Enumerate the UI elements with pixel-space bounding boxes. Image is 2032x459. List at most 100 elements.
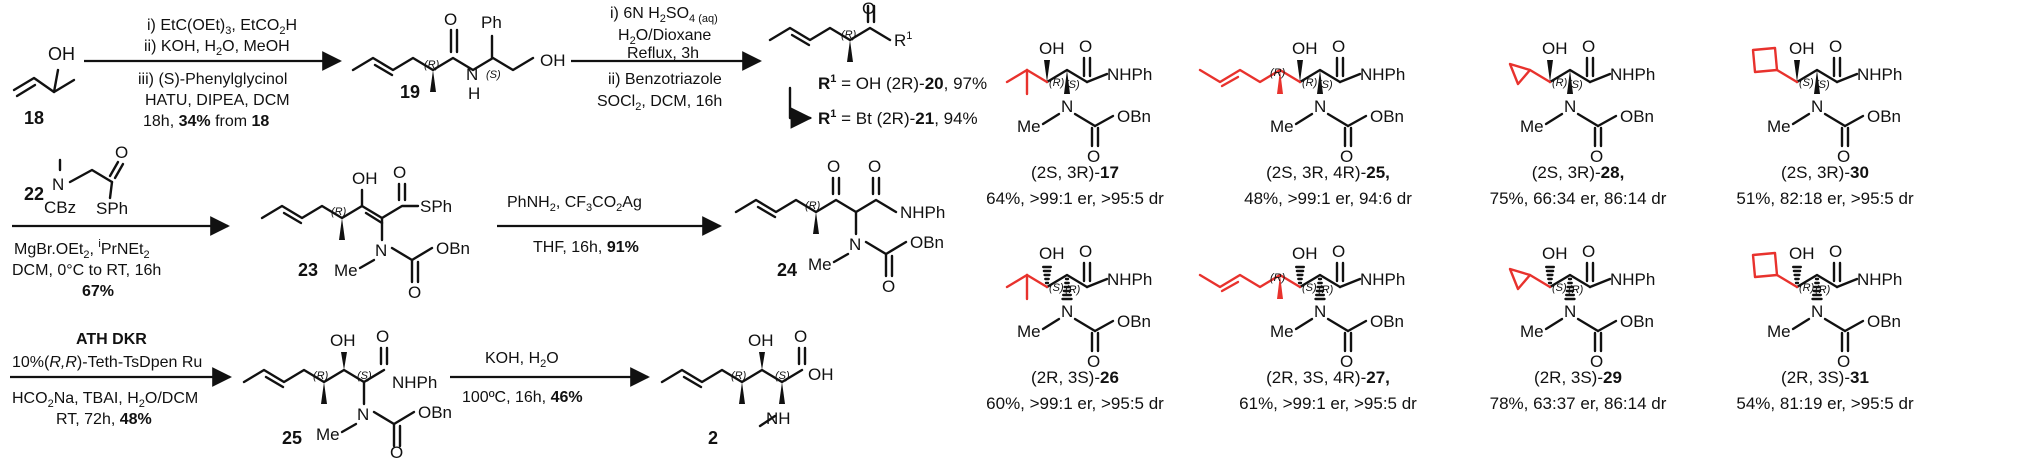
hydroxyl-oh: OH — [1292, 244, 1318, 263]
amine-nh: NH — [766, 409, 791, 428]
compound-18: OH 18 — [12, 44, 76, 128]
amide-nhph: NHPh — [1857, 65, 1902, 84]
hydroxyl-oh: OH — [1542, 244, 1568, 263]
hydroxyl-oh: OH — [1292, 39, 1318, 58]
stats-25: 48%, >99:1 er, 94:6 dr — [1244, 189, 1412, 208]
carbamate-obn: OBn — [1867, 107, 1901, 126]
compound-label-25: 25 — [282, 428, 302, 448]
stereo-c2: (S) — [1318, 79, 1333, 91]
stereo-R: (R) — [731, 370, 747, 382]
hydroxyl-oh: OH — [748, 331, 774, 350]
carbamate-o: O — [882, 277, 895, 296]
hydroxyl-label: OH — [540, 51, 566, 70]
carbamate-obn: OBn — [436, 239, 470, 258]
n-methyl: Me — [1767, 117, 1791, 136]
enol-oh: OH — [352, 169, 378, 188]
ketone-o: O — [827, 157, 840, 176]
compound-24: O O NHPh N Me O OBn (R) 24 — [734, 157, 945, 296]
compound-20-21: O (R) R1 R1 = OH (2R)-20, 97% R1 = Bt (2… — [768, 0, 987, 129]
compound-label-23: 23 — [298, 260, 318, 280]
step1-reagent-3: iii) (S)-Phenylglycinol — [138, 71, 287, 88]
amide-nhph: NHPh — [1360, 65, 1405, 84]
thioester-o: O — [393, 163, 406, 182]
carbamate-o: O — [1340, 352, 1353, 371]
caption-26: (2R, 3S)-26 — [1031, 368, 1119, 387]
carbamate-n: N — [1811, 302, 1823, 321]
stereo-S: (S) — [775, 370, 790, 382]
amide-nhph: NHPh — [1107, 65, 1152, 84]
stereo-c3: (S) — [1049, 282, 1064, 294]
carbamate-n: N — [1314, 97, 1326, 116]
step5-yield: RT, 72h, 48% — [56, 411, 152, 428]
stats-31: 54%, 81:19 er, >95:5 dr — [1736, 394, 1914, 413]
amide-nhph: NHPh — [900, 203, 945, 222]
step6-arrow: KOH, H2O 100ºC, 16h, 46% — [450, 350, 650, 406]
compound-2: OH O OH NH (R) (S) 2 — [660, 327, 834, 448]
n-methyl: Me — [1767, 322, 1791, 341]
carbamate-n: N — [1061, 97, 1073, 116]
reagent22-o: O — [115, 143, 128, 162]
stereo-R: (R) — [313, 370, 329, 382]
compound-25: OH O NHPh N Me O OBn (R) (S) 25 — [242, 327, 452, 459]
n-methyl: Me — [1017, 322, 1041, 341]
step2-reagent-2: H2O/Dioxane — [618, 27, 711, 47]
caption-25: (2S, 3R, 4R)-25, — [1266, 163, 1390, 182]
step3-arrow: MgBr.OEt2, iPrNEt2 DCM, 0°C to RT, 16h 6… — [12, 216, 230, 300]
stereo-c3: (S) — [1302, 282, 1317, 294]
compound-label-18: 18 — [24, 108, 44, 128]
carbamate-o: O — [1087, 352, 1100, 371]
stereo-c2: (R) — [1318, 284, 1334, 296]
stereo-c3: (R) — [1552, 77, 1568, 89]
carbamate-o: O — [1340, 147, 1353, 166]
thioester-sph: SPh — [420, 197, 452, 216]
carbamate-obn: OBn — [1370, 107, 1404, 126]
carbamate-obn: OBn — [1620, 312, 1654, 331]
stats-30: 51%, 82:18 er, >95:5 dr — [1736, 189, 1914, 208]
carbamate-n: N — [1811, 97, 1823, 116]
stereo-R: (R) — [331, 206, 347, 218]
compound-label-24: 24 — [777, 260, 797, 280]
stats-17: 64%, >99:1 er, >95:5 dr — [986, 189, 1164, 208]
step2-reagent-1: i) 6N H2SO4 (aq) — [610, 5, 718, 25]
carbamate-n: N — [1061, 302, 1073, 321]
carbamate-n: N — [375, 241, 387, 260]
phenyl-label: Ph — [481, 13, 502, 32]
stereo-c2: (S) — [1815, 79, 1830, 91]
stereo-c3: (R) — [1049, 77, 1065, 89]
step4-reagent: PhNH2, CF3CO2Ag — [507, 194, 642, 214]
step1-yield: 18h, 34% from 18 — [143, 113, 269, 130]
stats-29: 78%, 63:37 er, 86:14 dr — [1490, 394, 1667, 413]
step3-cond-1: MgBr.OEt2, iPrNEt2 — [14, 238, 150, 261]
reagent-22: N O CBz SPh 22 — [24, 143, 128, 218]
carbamate-obn: OBn — [910, 233, 944, 252]
n-methyl: Me — [1520, 117, 1544, 136]
acid-oh: OH — [808, 365, 834, 384]
step2-arrow: i) 6N H2SO4 (aq) H2O/Dioxane Reflux, 3h … — [571, 5, 762, 113]
amide-n: N — [466, 65, 478, 84]
acyl-line-1: R1 = OH (2R)-20, 97% — [818, 73, 987, 93]
step5-arrow: ATH DKR 10%(R,R)-Teth-TsDpen Ru HCO2Na, … — [10, 331, 232, 428]
amide-h: H — [468, 84, 480, 103]
carbamate-obn: OBn — [1117, 312, 1151, 331]
amide-o: O — [1332, 37, 1345, 56]
amide-nhph: NHPh — [1857, 270, 1902, 289]
reagent-label-22: 22 — [24, 184, 44, 204]
carbamate-o: O — [1837, 147, 1850, 166]
step6-conditions: 100ºC, 16h, 46% — [462, 389, 583, 406]
amide-o: O — [868, 157, 881, 176]
n-methyl: Me — [1270, 322, 1294, 341]
amide-o: O — [1079, 37, 1092, 56]
amide-o: O — [1829, 242, 1842, 261]
stereo-R: (R) — [424, 59, 440, 71]
acid-o: O — [794, 327, 807, 346]
stats-28: 75%, 66:34 er, 86:14 dr — [1490, 189, 1667, 208]
hydroxyl-oh: OH — [1039, 244, 1065, 263]
compound-19: O N H Ph OH (R) (S) 19 — [351, 10, 566, 103]
reagent22-n: N — [52, 175, 64, 194]
